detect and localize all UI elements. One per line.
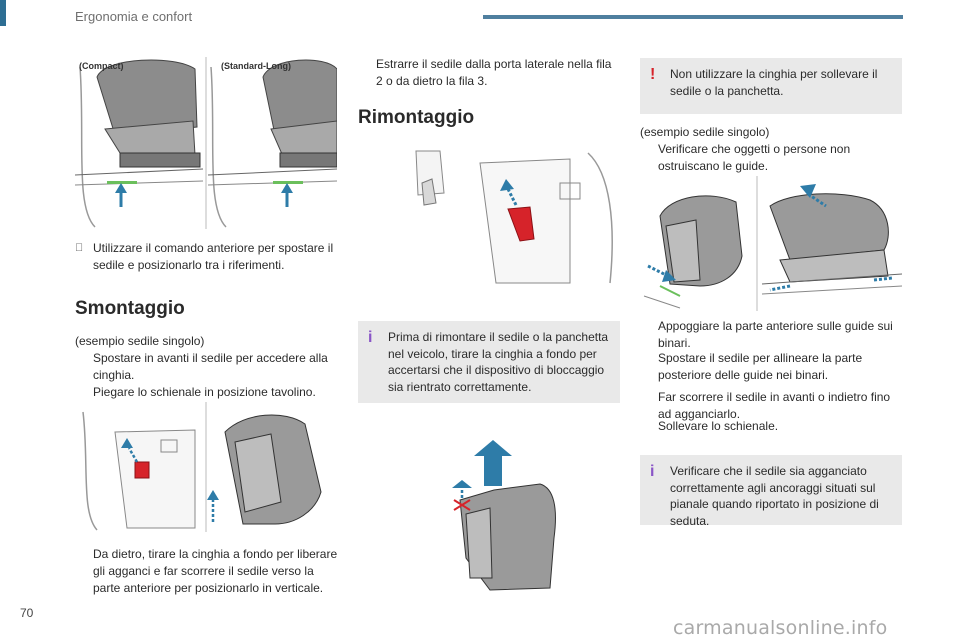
list-item: Spostare in avanti il sedile per acceder…	[93, 351, 328, 382]
warning-icon: !	[650, 66, 656, 83]
seat-removal-illustration	[75, 402, 337, 532]
list-item: Spostare il sedile per allineare la part…	[658, 351, 863, 382]
heading-rimontaggio: Rimontaggio	[358, 107, 475, 128]
strap-illustration	[410, 143, 620, 288]
list-item: Piegare lo schienale in posizione tavoli…	[93, 385, 316, 399]
header-accent	[0, 0, 6, 26]
info-icon: i	[650, 463, 655, 480]
list-item: Appoggiare la parte anteriore sulle guid…	[658, 319, 893, 350]
seat-refit-illustration	[640, 176, 902, 311]
seat-position-illustration: (Compact) (Standard-Long)	[75, 57, 337, 229]
section-title: Ergonomia e confort	[75, 9, 193, 24]
info-note: i Verificare che il sedile sia agganciat…	[640, 455, 902, 528]
list-item: Far scorrere il sedile in avanti o indie…	[658, 390, 891, 421]
list-item: Estrarre il sedile dalla porta laterale …	[376, 57, 612, 88]
info-note: i Prima di rimontare il sedile o la panc…	[358, 321, 620, 403]
example-note: (esempio sedile singolo)	[640, 125, 770, 139]
warning-note: ! Non utilizzare la cinghia per sollevar…	[640, 58, 902, 114]
page-number: 70	[20, 606, 34, 620]
list-item: Verificare che oggetti o persone non ost…	[658, 142, 851, 173]
label-standard-long: (Standard-Long)	[221, 61, 291, 71]
watermark: carmanualsonline.info	[673, 617, 888, 639]
list-item: Sollevare lo schienale.	[658, 419, 779, 433]
info-icon: i	[368, 329, 373, 346]
header-bar	[483, 15, 903, 19]
list-item:  Utilizzare il comando anteriore per sp…	[75, 240, 337, 274]
list-item: Da dietro, tirare la cinghia a fondo per…	[93, 547, 338, 595]
seat-lift-illustration	[430, 428, 580, 598]
heading-smontaggio: Smontaggio	[75, 298, 185, 319]
label-compact: (Compact)	[79, 61, 124, 71]
example-note: (esempio sedile singolo)	[75, 334, 205, 348]
bullet-icon: 	[75, 240, 83, 257]
